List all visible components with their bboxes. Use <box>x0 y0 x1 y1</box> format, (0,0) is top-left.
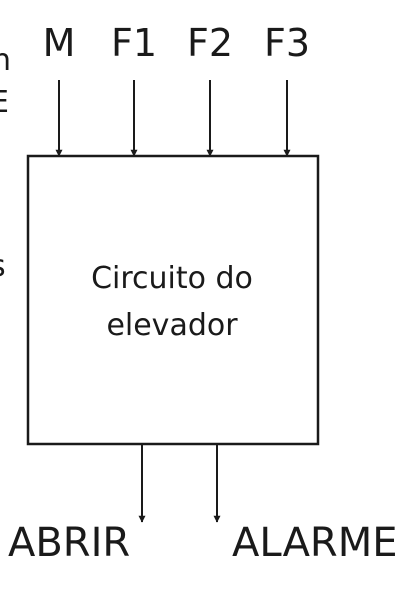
output-label-abrir: ABRIR <box>8 520 130 566</box>
edge-fragment-top-b: E <box>0 85 9 120</box>
input-label-f1: F1 <box>111 21 157 65</box>
edge-fragment-mid: s <box>0 249 6 284</box>
circuit-block <box>26 154 320 446</box>
input-label-f2: F2 <box>187 21 233 65</box>
input-label-f3: F3 <box>264 21 310 65</box>
block-label-line2: elevador <box>106 308 238 343</box>
block-label-line1: Circuito do <box>91 261 253 296</box>
output-label-alarme: ALARME <box>232 520 398 566</box>
input-label-m: M <box>43 21 76 65</box>
edge-fragment-top-a: n <box>0 43 11 78</box>
